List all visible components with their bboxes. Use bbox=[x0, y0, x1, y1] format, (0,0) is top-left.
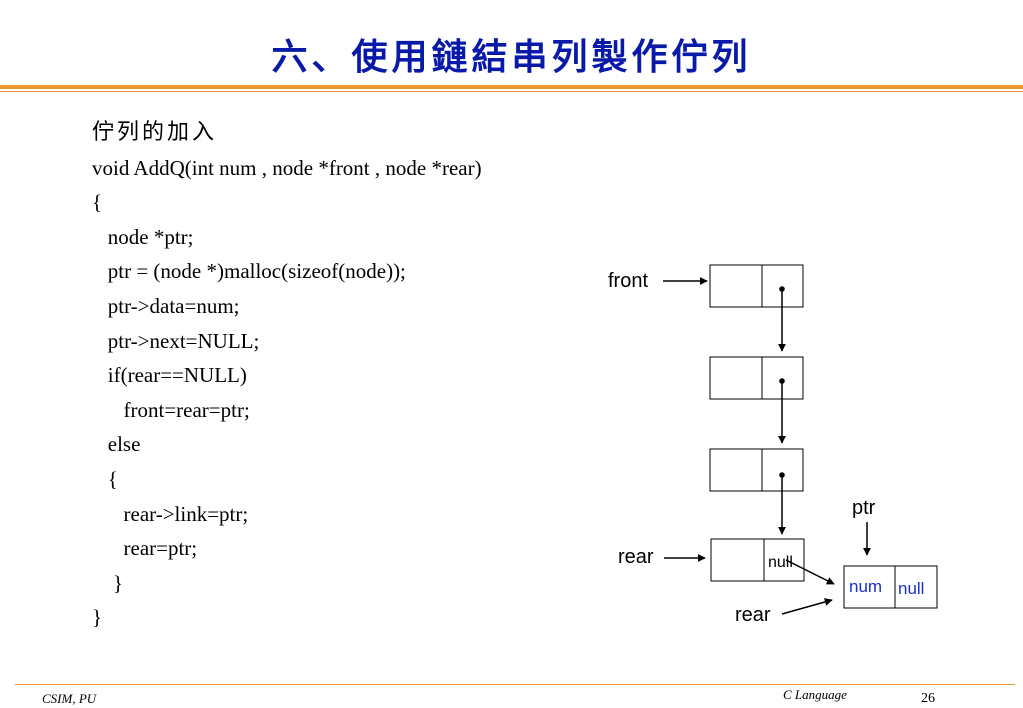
code-line: ptr->data=num; bbox=[92, 293, 240, 318]
new-node: num null bbox=[843, 565, 938, 609]
list-node bbox=[709, 264, 804, 308]
footer-divider bbox=[15, 684, 1015, 685]
code-line: void AddQ(int num , node *front , node *… bbox=[92, 155, 482, 180]
link-arrow bbox=[785, 559, 835, 585]
rear-label: rear bbox=[618, 546, 654, 568]
code-line: if(rear==NULL) bbox=[92, 363, 247, 388]
code-line: } bbox=[92, 605, 103, 630]
footer-center-text: C Language bbox=[783, 687, 847, 702]
rear-new-label: rear bbox=[735, 604, 771, 626]
ptr-label: ptr bbox=[852, 497, 876, 519]
code-line: { bbox=[92, 466, 118, 491]
code-line: ptr = (node *)malloc(sizeof(node)); bbox=[92, 259, 406, 284]
rear-new-arrow bbox=[781, 598, 833, 615]
code-line: front=rear=ptr; bbox=[92, 397, 250, 422]
list-node bbox=[709, 356, 804, 400]
code-line: rear->link=ptr; bbox=[92, 501, 249, 526]
title-divider-thin bbox=[0, 91, 1023, 92]
null-text: null bbox=[768, 554, 793, 571]
code-line: rear=ptr; bbox=[92, 536, 198, 561]
code-line: ptr->next=NULL; bbox=[92, 328, 260, 353]
code-line: } bbox=[92, 570, 124, 595]
list-node bbox=[709, 448, 804, 492]
footer-left-text: CSIM, PU bbox=[42, 691, 97, 706]
slide-title: 六、使用鏈結串列製作佇列 bbox=[271, 37, 752, 78]
code-line: else bbox=[92, 432, 141, 457]
front-label: front bbox=[608, 270, 648, 292]
pointer-dot bbox=[779, 286, 785, 292]
code-line: { bbox=[92, 190, 103, 215]
title-divider bbox=[0, 85, 1023, 89]
pointer-dot bbox=[779, 472, 785, 478]
num-text: num bbox=[849, 577, 882, 596]
new-null-text: null bbox=[898, 579, 924, 598]
page-number: 26 bbox=[921, 691, 935, 706]
last-node: null bbox=[710, 538, 805, 582]
pointer-dot bbox=[779, 378, 785, 384]
code-line: node *ptr; bbox=[92, 224, 194, 249]
code-block: 佇列的加入 void AddQ(int num , node *front , … bbox=[92, 116, 482, 635]
code-heading: 佇列的加入 bbox=[92, 120, 218, 145]
